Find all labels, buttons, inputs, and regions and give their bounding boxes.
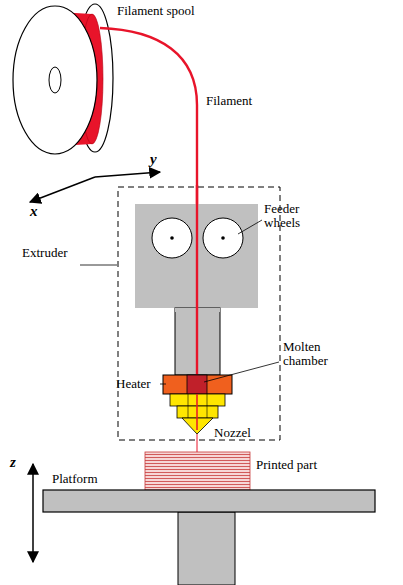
part-label: Extruder — [22, 246, 67, 260]
extruded-strand — [197, 434, 198, 452]
spool-label: Filament spool — [117, 4, 195, 18]
z-axis — [32, 464, 34, 562]
extruder-outline — [118, 187, 280, 440]
platform-stand — [178, 512, 235, 585]
platform — [43, 490, 375, 512]
leader-lines — [80, 220, 279, 384]
part-label: Heater — [116, 377, 151, 391]
part-label: Molten chamber — [283, 340, 353, 368]
filament — [196, 308, 198, 375]
part-label: Feeder wheels — [264, 202, 324, 230]
barrel — [175, 308, 220, 375]
printed-part — [145, 452, 250, 490]
part-label: Printed part — [256, 458, 317, 472]
heater — [163, 375, 232, 394]
filament-label: Filament — [206, 94, 252, 108]
part-label: Platform — [52, 472, 98, 486]
axis-label: y — [150, 152, 157, 166]
axis-label: z — [10, 455, 16, 469]
molten-chamber — [187, 375, 207, 394]
part-label: Nozzel — [214, 426, 251, 440]
filament-spool — [13, 4, 113, 154]
axis-label: x — [30, 204, 38, 218]
filament — [196, 185, 198, 308]
